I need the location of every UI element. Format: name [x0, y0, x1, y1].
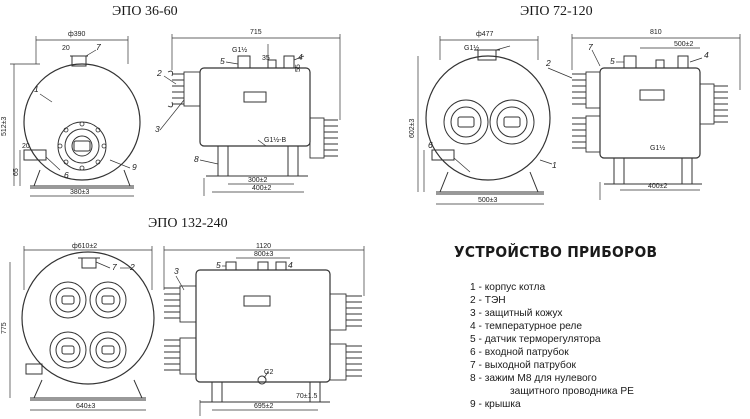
callout-132-5: 5 — [216, 260, 221, 270]
drawing-epo-72-120-front — [417, 36, 553, 205]
callout-132-7: 7 — [112, 262, 117, 272]
dim-g2: G2 — [264, 369, 273, 376]
callout-132-2: 2 — [129, 262, 135, 272]
dim-g112: G1½ — [232, 46, 247, 54]
callout-1: 1 — [34, 84, 39, 94]
callout-6: 6 — [64, 170, 69, 180]
callout-72-5: 5 — [610, 56, 615, 66]
dim-h775: 775 — [1, 322, 8, 334]
legend-item-9: 9 - крышка — [470, 399, 521, 410]
callout-72-6: 6 — [428, 140, 433, 150]
dim-h512: 512±3 — [1, 116, 8, 136]
dim-w800: 800±3 — [254, 251, 274, 258]
dim-w380: 380±3 — [70, 189, 90, 196]
dim-715: 715 — [250, 29, 262, 36]
callout-72-7: 7 — [588, 42, 593, 52]
dim-55: 55 — [295, 64, 302, 72]
callout-8: 8 — [194, 154, 199, 164]
callout-9: 9 — [132, 162, 137, 172]
dim-35: 35 — [262, 55, 270, 62]
title-epo-72-120: ЭПО 72-120 — [520, 4, 593, 19]
title-epo-132-240: ЭПО 132-240 — [148, 216, 228, 231]
legend-item-8: 8 - зажим М8 для нулевого — [470, 373, 597, 384]
drawing-epo-132-240-side — [163, 246, 365, 416]
dim-d390: ф390 — [68, 31, 86, 38]
dim-20: 20 — [62, 45, 70, 52]
legend-item-8-continued: защитного проводника РЕ — [510, 386, 634, 397]
callout-7: 7 — [96, 42, 101, 52]
legend-item-1: 1 - корпус котла — [470, 282, 546, 293]
dim-65: 65 — [13, 168, 20, 176]
legend-item-7: 7 - выходной патрубок — [470, 360, 576, 371]
dim-w400b: 400±2 — [648, 183, 668, 190]
dim-w70: 70±1.5 — [296, 393, 317, 400]
callout-72-2: 2 — [545, 58, 551, 68]
dim-1120: 1120 — [256, 243, 271, 250]
callout-4: 4 — [298, 52, 303, 62]
callout-132-4: 4 — [288, 260, 293, 270]
callout-72-4: 4 — [704, 50, 709, 60]
dim-g112-top: G1½ — [464, 44, 479, 52]
dim-w300: 300±2 — [248, 177, 268, 184]
drawing-epo-132-240-front — [9, 246, 155, 411]
dim-810: 810 — [650, 29, 662, 36]
legend-item-2: 2 - ТЭН — [470, 295, 506, 306]
callout-132-3: 3 — [174, 266, 179, 276]
dim-g112b: G1½-В — [264, 136, 287, 144]
dim-d610: ф610±2 — [72, 243, 97, 250]
drawing-epo-72-120-side — [547, 34, 741, 200]
dim-g112-72: G1½ — [650, 144, 665, 152]
legend-title: УСТРОЙСТВО ПРИБОРОВ — [454, 243, 658, 261]
legend-item-5: 5 - датчик терморегулятора — [470, 334, 601, 345]
legend-item-6: 6 - входной патрубок — [470, 347, 569, 358]
dim-h602: 602±3 — [409, 118, 416, 138]
callout-5: 5 — [220, 56, 225, 66]
dim-w500: 500±3 — [478, 197, 498, 204]
title-epo-36-60: ЭПО 36-60 — [112, 4, 178, 19]
dim-w640: 640±3 — [76, 403, 96, 410]
drawing-epo-36-60-front — [10, 36, 141, 197]
legend-list: 1 - корпус котла 2 - ТЭН 3 - защитный ко… — [470, 281, 634, 411]
dim-w500b: 500±2 — [674, 41, 694, 48]
callout-3: 3 — [155, 124, 160, 134]
callout-72-1: 1 — [552, 160, 557, 170]
legend-item-3: 3 - защитный кожух — [470, 308, 563, 319]
legend-item-4: 4 - температурное реле — [470, 321, 583, 332]
drawing-epo-36-60-side — [159, 34, 341, 196]
dim-w400: 400±2 — [252, 185, 272, 192]
dim-w695: 695±2 — [254, 403, 274, 410]
dim-20b: 20 — [22, 143, 30, 150]
callout-2: 2 — [156, 68, 162, 78]
dim-d477: ф477 — [476, 31, 494, 38]
